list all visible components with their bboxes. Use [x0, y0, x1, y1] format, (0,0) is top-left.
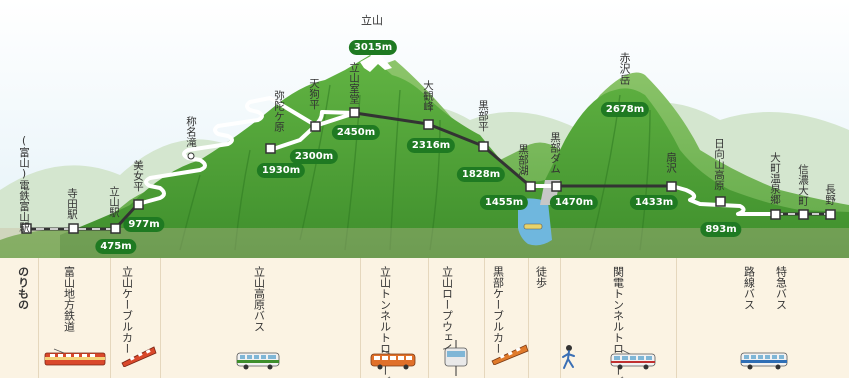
- route-bus-line: [671, 184, 776, 216]
- station-label-kurobeko: 黒部湖: [517, 144, 529, 176]
- boat-icon: [523, 223, 543, 230]
- station-marker-daikanbo: [423, 119, 434, 130]
- station-label-kurobedaira: 黒部平: [477, 100, 489, 132]
- trolley-bus-icon-kanden: [610, 350, 656, 370]
- transport-label-kanden-trolley: 関電トンネルトロリーバス: [611, 266, 625, 378]
- station-label-hinatayama: 日向山高原: [713, 138, 725, 191]
- transport-label-ropeway: 立山ロープウェイ: [440, 266, 454, 354]
- transport-divider: [160, 258, 161, 378]
- transport-divider: [676, 258, 677, 378]
- transport-label-express-bus: 特急バス: [774, 266, 788, 310]
- station-marker-kurobedaira: [478, 141, 489, 152]
- station-label-midagahara: 弥陀ケ原: [273, 90, 285, 132]
- station-marker-tengudaira: [310, 121, 321, 132]
- station-marker-ogizawa: [666, 181, 677, 192]
- station-label-shinano-omachi: 信濃大町: [797, 164, 809, 206]
- altitude-badge-bijodaira: 977m: [123, 217, 165, 232]
- snow-cap: [360, 52, 392, 72]
- transport-label-walk: 徒歩: [534, 266, 548, 288]
- cable-car-icon: [121, 346, 157, 367]
- transport-label-cable-kurobe: 黒部ケーブルカー: [491, 266, 505, 354]
- walker-icon: [562, 345, 575, 369]
- peak-label-akazawa: 赤沢岳: [618, 52, 631, 85]
- station-marker-nagano: [825, 209, 836, 220]
- station-marker-dentetsu-toyama: [21, 223, 32, 234]
- altitude-badge-kurobe-dam: 1470m: [549, 195, 599, 210]
- station-label-murodo: 立山室堂: [348, 62, 360, 104]
- bus-icon-kogen: [236, 352, 280, 370]
- altitude-badge-daikanbo: 2316m: [406, 138, 456, 153]
- transport-label-railway: 富山地方鉄道: [62, 266, 76, 332]
- transport-label-cable-tateyama: 立山ケーブルカー: [120, 266, 134, 354]
- station-marker-omachi-onsen: [770, 209, 781, 220]
- altitude-badge-tengudaira: 2300m: [289, 149, 339, 164]
- station-label-tateyama: 立山駅: [108, 186, 120, 218]
- ropeway-line: [427, 122, 484, 148]
- transport-label-route-bus: 路線バス: [742, 266, 756, 310]
- station-marker-tateyama: [110, 223, 121, 234]
- station-marker-kurobeko: [525, 181, 536, 192]
- station-marker-murodo: [349, 107, 360, 118]
- cable-line-kurobe: [482, 144, 531, 188]
- peak-altitude-tateyama: 3015m: [348, 40, 398, 55]
- altitude-badge-kurobeko: 1455m: [479, 195, 529, 210]
- station-label-ogizawa: 扇沢: [665, 152, 677, 173]
- transport-label-tunnel-trolley: 立山トンネルトロリーバス: [378, 266, 392, 378]
- transport-divider: [110, 258, 111, 378]
- transport-divider: [484, 258, 485, 378]
- kurobe-lake: [518, 198, 552, 246]
- station-label-omachi-onsen: 大町温泉郷: [769, 152, 781, 205]
- station-markers: [21, 107, 836, 234]
- station-marker-shinano-omachi: [798, 209, 809, 220]
- transport-header: のりもの: [16, 266, 30, 310]
- station-label-kurobe-dam: 黒部ダム: [549, 132, 561, 174]
- peak-altitude-akazawa: 2678m: [600, 102, 650, 117]
- trolley-bus-icon-tateyama: [370, 350, 416, 370]
- station-marker-shomyo-falls: [187, 152, 195, 160]
- station-marker-bijodaira: [133, 199, 144, 210]
- cable-car-icon-kurobe: [491, 344, 529, 365]
- altitude-badge-kurobedaira: 1828m: [456, 167, 506, 182]
- station-label-tengudaira: 天狗平: [308, 78, 320, 110]
- transport-divider: [560, 258, 561, 378]
- station-label-dentetsu-toyama: (富山)電鉄富山駅: [18, 135, 30, 233]
- transport-divider: [360, 258, 361, 378]
- station-marker-midagahara: [265, 143, 276, 154]
- station-label-bijodaira: 美女平: [132, 160, 144, 192]
- altitude-badge-murodo: 2450m: [331, 125, 381, 140]
- station-marker-terada: [68, 223, 79, 234]
- station-label-shomyo-falls: 称名滝: [185, 116, 197, 148]
- station-marker-kurobe-dam: [551, 181, 562, 192]
- bus-route-upper: [269, 111, 356, 152]
- altitude-badge-omachi: 893m: [700, 222, 742, 237]
- transport-divider: [38, 258, 39, 378]
- transport-label-kogen-bus: 立山高原バス: [252, 266, 266, 332]
- station-marker-hinatayama: [715, 196, 726, 207]
- bus-icon-route: [740, 352, 788, 370]
- peak-label-tateyama: 立山: [361, 14, 383, 27]
- altitude-badge-tateyama-stn: 475m: [95, 239, 137, 254]
- altitude-badge-midagahara: 1930m: [256, 163, 306, 178]
- transport-divider: [528, 258, 529, 378]
- transport-divider: [428, 258, 429, 378]
- trolley-line-tateyama: [354, 111, 429, 126]
- station-label-terada: 寺田駅: [66, 188, 78, 220]
- station-label-nagano: 長野: [824, 184, 836, 205]
- ropeway-gondola-icon: [444, 340, 468, 376]
- station-label-daikanbo: 大観峰: [422, 80, 434, 112]
- altitude-badge-ogizawa: 1433m: [629, 195, 679, 210]
- kogen-bus-route: [136, 96, 357, 206]
- train-icon: [44, 348, 106, 366]
